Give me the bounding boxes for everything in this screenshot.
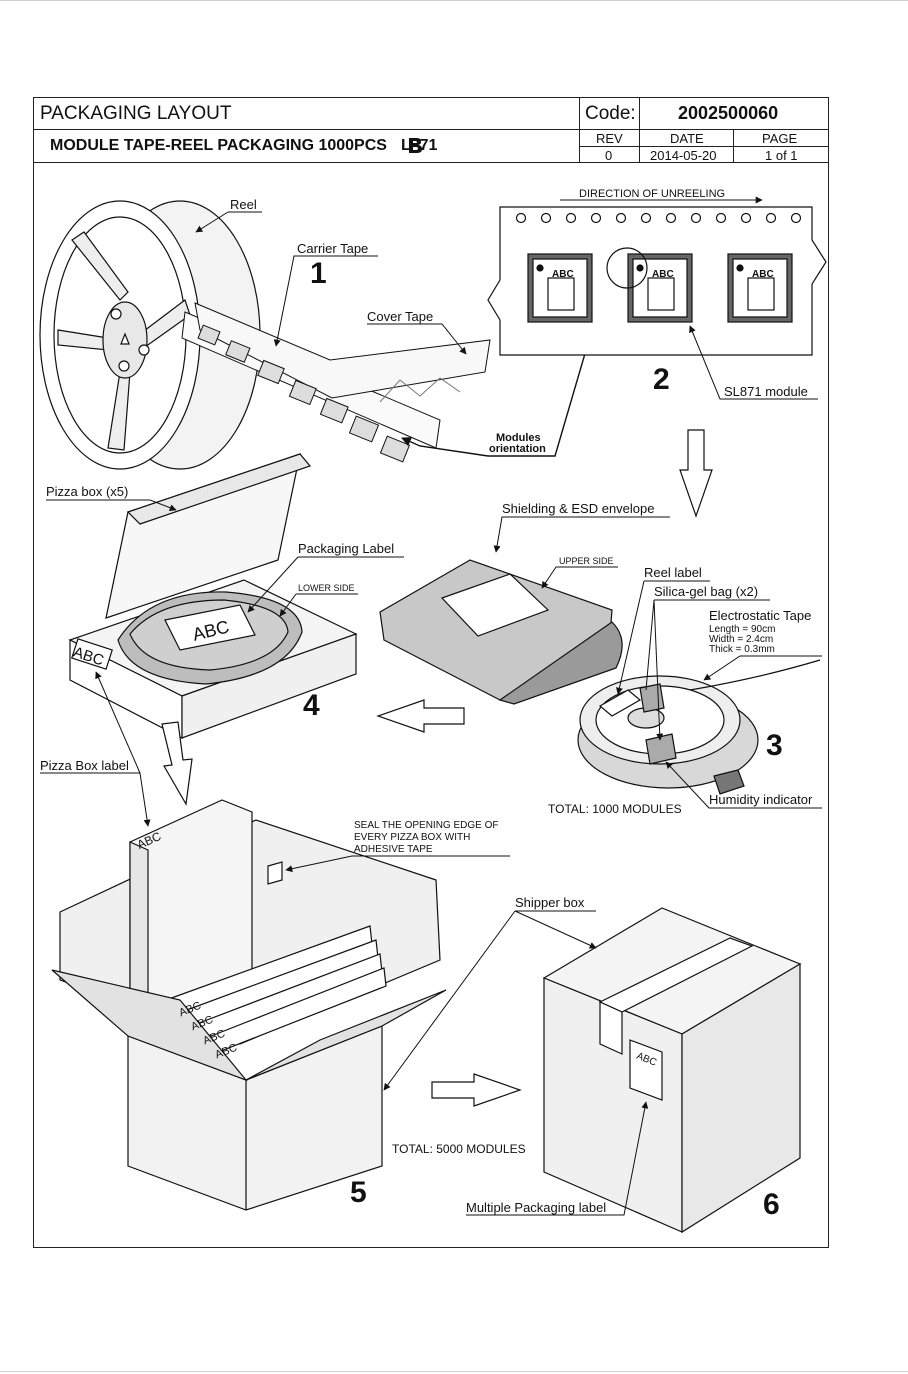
seal-line-1: SEAL THE OPENING EDGE OF (354, 820, 498, 831)
multiple-packaging-label-caption: Multiple Packaging label (466, 1200, 606, 1215)
seal-line-2: EVERY PIZZA BOX WITH (354, 832, 470, 843)
tape-width: Width = 2.4cm (709, 634, 773, 645)
arrow-5-to-6 (431, 1073, 522, 1107)
bagged-reel-drawing (577, 659, 821, 795)
step-number-1: 1 (310, 257, 327, 290)
step-number-3: 3 (766, 729, 783, 762)
tape-length: Length = 90cm (709, 624, 775, 635)
carrier-tape-drawing (181, 302, 491, 463)
arrow-4-to-5 (161, 721, 193, 806)
arrow-2-to-3 (679, 429, 713, 518)
shielding-envelope-label: Shielding & ESD envelope (502, 501, 655, 516)
date-label: DATE (670, 131, 704, 146)
step-number-2: 2 (653, 363, 670, 396)
rev-label: REV (596, 131, 623, 146)
lower-side-caption: LOWER SIDE (298, 583, 355, 593)
sl871-module-label: SL871 module (724, 384, 808, 399)
rev-value: 0 (605, 148, 613, 163)
closed-shipper-box-drawing (542, 907, 802, 1234)
packaging-label-caption: Packaging Label (298, 541, 394, 556)
esd-envelope-drawing (379, 559, 623, 705)
reel-label-caption: Reel label (644, 565, 702, 580)
step-number-5: 5 (350, 1176, 367, 1209)
page-value: 1 of 1 (765, 148, 798, 163)
carrier-tape-label: Carrier Tape (297, 241, 368, 256)
humidity-indicator-caption: Humidity indicator (709, 792, 813, 807)
reel-label: Reel (230, 197, 257, 212)
step-number-6: 6 (763, 1188, 780, 1221)
open-shipper-box-drawing (51, 799, 447, 1211)
upper-side-caption: UPPER SIDE (559, 556, 614, 566)
pizza-box-label-caption: Pizza Box label (40, 758, 129, 773)
pizza-box-label: Pizza box (x5) (46, 484, 128, 499)
module-mark-2: ABC (652, 269, 674, 280)
total-1000-caption: TOTAL: 1000 MODULES (548, 802, 682, 816)
cover-tape-label: Cover Tape (367, 309, 433, 324)
page-bottom-edge (0, 1371, 908, 1372)
step-number-4: 4 (303, 689, 320, 722)
reel-drawing (39, 200, 261, 470)
tape-thick: Thick = 0.3mm (709, 644, 775, 655)
page-top-edge (0, 0, 908, 1)
tape-detail (487, 206, 827, 356)
seal-line-3: ADHESIVE TAPE (354, 844, 433, 855)
modules-orientation-line1: Modules (496, 432, 541, 444)
silica-gel-caption: Silica-gel bag (x2) (654, 584, 758, 599)
code-label: Code: (585, 103, 636, 124)
module-mark-1: ABC (552, 269, 574, 280)
subtitle-overprint (406, 136, 424, 154)
document-heading: PACKAGING LAYOUT (40, 103, 232, 124)
electrostatic-tape-caption: Electrostatic Tape (709, 608, 811, 623)
module-mark-3: ABC (752, 269, 774, 280)
page-label: PAGE (762, 131, 798, 146)
total-5000-caption: TOTAL: 5000 MODULES (392, 1142, 526, 1156)
modules-orientation-line2: orientation (489, 443, 546, 455)
arrow-3-to-4 (376, 699, 465, 733)
code-value: 2002500060 (678, 103, 779, 123)
page-value-cell (733, 146, 829, 163)
date-value: 2014-05-20 (650, 148, 717, 163)
shipper-box-caption: Shipper box (515, 895, 585, 910)
direction-label: DIRECTION OF UNREELING (579, 188, 725, 200)
